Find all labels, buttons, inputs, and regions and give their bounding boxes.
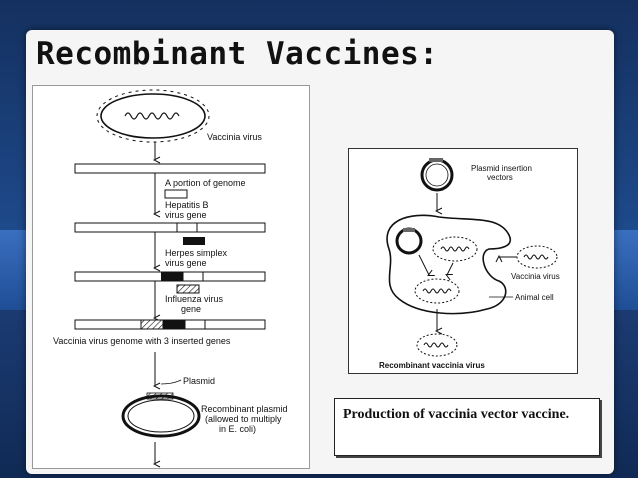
genome-bar-1	[74, 163, 266, 174]
genome-insertion-figure: Vaccinia virus A portion of genome Hepat…	[32, 85, 310, 469]
intracellular-recombinant-virus	[414, 278, 460, 304]
genome-inserted-label: Vaccinia virus genome with 3 inserted ge…	[53, 336, 231, 346]
vaccinia-virus-label: Vaccinia virus	[207, 132, 262, 142]
recombinant-plasmid-label-3: in E. coli)	[219, 424, 256, 434]
plasmid-vectors-label-1: Plasmid insertion	[471, 164, 532, 173]
vaccinia-virus-label: Vaccinia virus	[511, 272, 560, 281]
animal-cell-label: Animal cell	[515, 293, 554, 302]
recombinant-plasmid-label-1: Recombinant plasmid	[201, 404, 288, 414]
slide-title: Recombinant Vaccines:	[36, 36, 439, 72]
influenza-label-1: Influenza virus	[165, 294, 224, 304]
intracellular-virus	[432, 236, 478, 262]
vaccine-production-diagram: Plasmid insertion vectors Vaccinia virus…	[379, 158, 560, 370]
influenza-label-2: gene	[181, 304, 201, 314]
hepatitis-label-2: virus gene	[165, 210, 207, 220]
recombinant-vaccinia-virus	[416, 333, 458, 357]
vaccinia-virus-particle	[96, 89, 210, 143]
influenza-gene-box	[176, 284, 200, 294]
plasmid-vectors-label-2: vectors	[487, 173, 513, 182]
portion-genome-label: A portion of genome	[165, 178, 246, 188]
external-vaccinia-virus	[516, 245, 558, 269]
hepatitis-label-1: Hepatitis B	[165, 200, 209, 210]
recombinant-vaccinia-label: Recombinant vaccinia virus	[379, 361, 485, 370]
animal-cell	[386, 214, 512, 315]
recombinant-plasmid-label-2: (allowed to multiply	[205, 414, 282, 424]
vaccine-production-figure: Plasmid insertion vectors Vaccinia virus…	[348, 148, 578, 374]
genome-insertion-diagram: Vaccinia virus A portion of genome Hepat…	[53, 89, 288, 468]
hepatitis-gene-box	[164, 189, 188, 199]
figure-caption: Production of vaccinia vector vaccine.	[334, 398, 600, 456]
plasmid-label: Plasmid	[183, 376, 215, 386]
herpes-gene-box	[183, 237, 205, 245]
herpes-label-1: Herpes simplex	[165, 248, 228, 258]
plasmid-vector	[420, 158, 454, 192]
herpes-label-2: virus gene	[165, 258, 207, 268]
recombinant-plasmid	[121, 392, 201, 438]
genome-bar-2	[74, 222, 266, 233]
